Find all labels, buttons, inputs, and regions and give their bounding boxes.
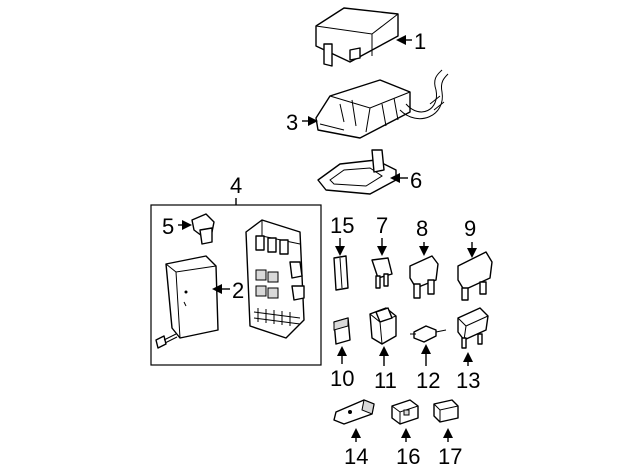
part-12	[410, 325, 447, 343]
part-11	[369, 307, 397, 345]
arrow-7	[377, 246, 387, 256]
arrow-6	[390, 173, 400, 183]
callout-4: 4	[230, 173, 242, 198]
junction-block	[245, 219, 305, 339]
part-5-clip	[191, 213, 215, 245]
part-16	[391, 399, 419, 425]
callout-12: 12	[416, 368, 440, 393]
part-14	[333, 399, 375, 425]
arrow-13	[463, 352, 473, 362]
callout-16: 16	[396, 444, 420, 469]
callout-14: 14	[344, 444, 368, 469]
arrow-3	[308, 116, 318, 126]
callout-1: 1	[414, 29, 426, 54]
part-17	[433, 399, 459, 423]
callout-13: 13	[456, 368, 480, 393]
arrow-10	[337, 346, 347, 356]
arrow-16	[401, 428, 411, 438]
callout-8: 8	[416, 216, 428, 241]
arrow-15	[335, 246, 345, 256]
arrow-2	[212, 284, 222, 294]
part-1-cover	[315, 7, 399, 67]
callout-6: 6	[410, 168, 422, 193]
arrow-9	[467, 248, 477, 258]
assembly-frame	[150, 204, 322, 366]
part-15	[333, 255, 349, 291]
callout-3: 3	[286, 110, 298, 135]
part-10	[333, 317, 351, 345]
part-7	[371, 257, 393, 289]
part-6-tray	[317, 149, 397, 195]
bolt	[155, 333, 178, 349]
arrow-1	[396, 35, 406, 45]
arrow-8	[419, 246, 429, 256]
arrow-11	[379, 346, 389, 356]
callout-17: 17	[438, 444, 462, 469]
callout-2: 2	[232, 278, 244, 303]
arrow-5	[182, 220, 192, 230]
part-3-upper-box	[315, 69, 449, 139]
callout-10: 10	[330, 366, 354, 391]
part-13	[457, 307, 489, 349]
part-2-module	[165, 255, 219, 339]
arrow-17	[443, 428, 453, 438]
callout-11: 11	[374, 368, 397, 393]
arrow-12	[421, 344, 431, 354]
callout-15: 15	[330, 213, 354, 238]
arrow-14	[351, 428, 361, 438]
callout-5: 5	[162, 214, 174, 239]
part-9	[457, 251, 493, 301]
part-8	[409, 255, 439, 299]
callout-9: 9	[464, 216, 476, 241]
callout-7: 7	[376, 213, 388, 238]
